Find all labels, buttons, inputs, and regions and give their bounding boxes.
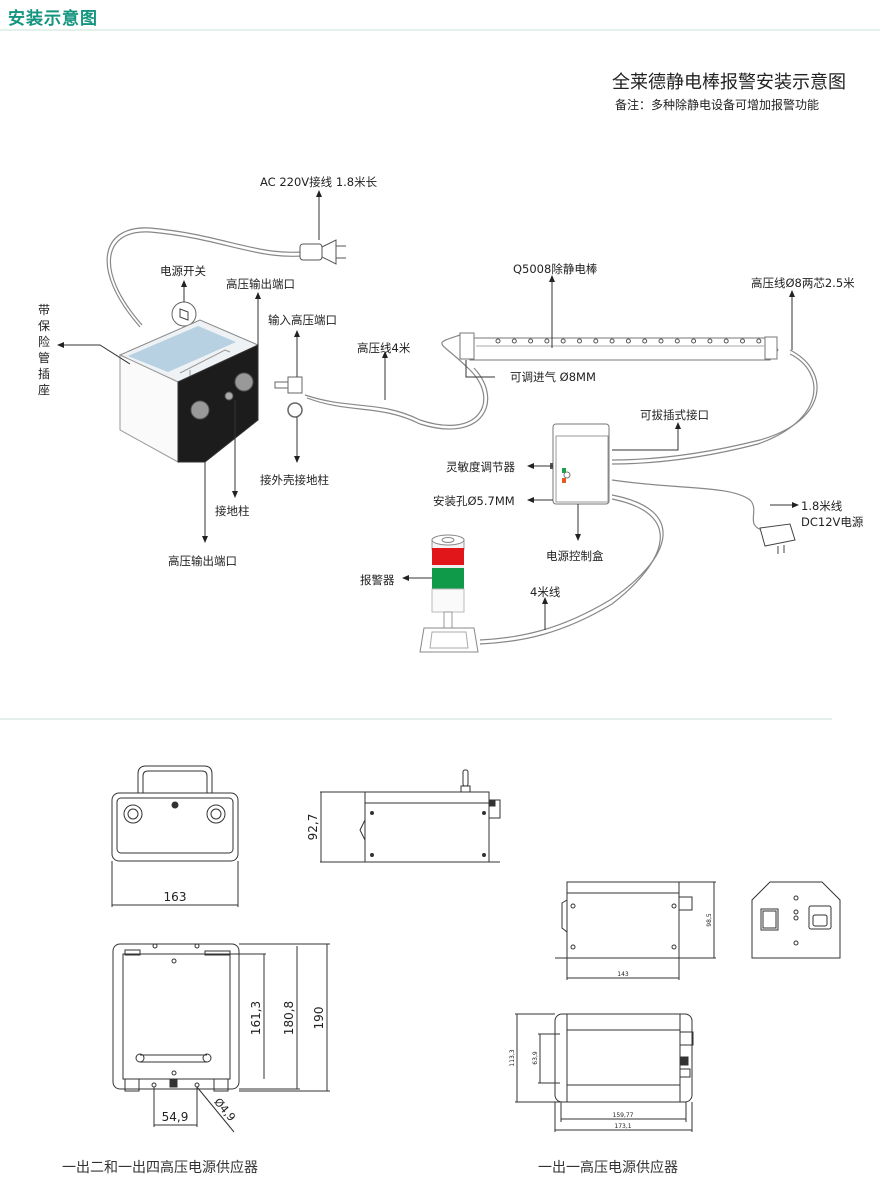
header-divider (0, 29, 880, 31)
dim-width-163: 163 (164, 890, 187, 904)
label-mount-hole: 安装孔Ø5.7MM (433, 494, 515, 508)
emitter-pin (723, 338, 729, 344)
emitter-pin (625, 338, 631, 344)
hv-power-supply-illustration (118, 319, 260, 463)
dim-190: 190 (312, 1007, 326, 1030)
dim-159-77: 159,77 (613, 1112, 634, 1119)
hv-cable-bar (611, 349, 818, 461)
label-sensitivity: 灵敏度调节器 (446, 460, 515, 474)
label-fuse-socket: 带保险管插座 (38, 303, 51, 397)
label-dc-cable: 1.8米线 (801, 499, 843, 513)
dim-54-9: 54,9 (162, 1110, 189, 1124)
emitter-pin (691, 338, 697, 344)
label-hv-cable-4m: 高压线4米 (357, 341, 411, 355)
label-alarm: 报警器 (360, 573, 395, 587)
ground-ring-icon (287, 402, 303, 418)
dim-173-1: 173,1 (614, 1123, 631, 1130)
label-shell-ground: 接外壳接地柱 (260, 473, 329, 487)
ac-plug-icon (299, 239, 346, 265)
emitter-pin (740, 338, 745, 344)
power-control-box-illustration (550, 423, 610, 505)
label-hv-input: 输入高压端口 (268, 313, 337, 327)
dim-98-5: 98,5 (706, 913, 713, 927)
label-air-inlet: 可调进气 Ø8MM (510, 370, 596, 384)
label-ground-post: 接地柱 (215, 504, 250, 518)
label-dc-supply: DC12V电源 (801, 515, 864, 529)
dim-113-3: 113,3 (509, 1049, 516, 1066)
label-power-switch: 电源开关 (160, 264, 206, 278)
front-view-drawing (111, 765, 239, 907)
dc-cable (611, 479, 763, 531)
dc-adapter-icon (759, 523, 796, 554)
dim-180-8: 180,8 (282, 1001, 296, 1035)
label-cable-4m: 4米线 (530, 585, 561, 599)
dim-161-3: 161,3 (249, 1001, 263, 1035)
alarm-tower-illustration (419, 534, 479, 653)
label-pluggable-port: 可拔插式接口 (640, 408, 709, 422)
alarm-cable (479, 494, 664, 641)
side-view-drawing (320, 769, 501, 863)
top-view-drawing (112, 943, 330, 1133)
ion-bar-illustration (459, 332, 779, 361)
emitter-pin (642, 338, 648, 344)
emitter-pin (674, 338, 680, 344)
single-output-top-drawing (515, 1013, 694, 1132)
emitter-pin (560, 338, 566, 344)
emitter-pin (577, 338, 582, 344)
dim-height-92-7: 92,7 (306, 814, 320, 841)
emitter-pin (511, 338, 517, 344)
emitter-pin (756, 338, 762, 344)
section-divider (0, 718, 832, 720)
caption-multi-output: 一出二和一出四高压电源供应器 (62, 1160, 258, 1176)
ac-power-cable (106, 227, 321, 328)
emitter-pin (658, 338, 664, 344)
caption-single-output: 一出一高压电源供应器 (538, 1160, 678, 1176)
hv-cable (304, 334, 485, 426)
label-ion-bar: Q5008除静电棒 (513, 262, 598, 276)
emitter-pin (495, 338, 501, 344)
diagram-note: 备注：多种除静电设备可增加报警功能 (615, 98, 820, 112)
emitter-pin (707, 338, 713, 344)
label-ac-cable: AC 220V接线 1.8米长 (260, 175, 378, 189)
installation-diagram (57, 190, 818, 653)
diagram-title: 全莱德静电棒报警安装示意图 (612, 72, 846, 93)
label-hv-cable-8: 高压线Ø8两芯2.5米 (751, 276, 855, 290)
section-header: 安装示意图 (8, 9, 98, 29)
emitter-pin (544, 338, 550, 344)
single-output-end-drawing (751, 881, 841, 959)
emitter-pin (593, 338, 599, 344)
single-output-side-drawing (555, 881, 716, 980)
label-hv-out-bottom: 高压输出端口 (168, 554, 237, 568)
label-power-box: 电源控制盒 (546, 549, 604, 563)
label-hv-out-top: 高压输出端口 (226, 277, 295, 291)
emitter-pin (609, 338, 615, 344)
emitter-pin (528, 338, 534, 344)
dim-63-9: 63,9 (532, 1051, 539, 1065)
dim-143: 143 (617, 971, 629, 978)
